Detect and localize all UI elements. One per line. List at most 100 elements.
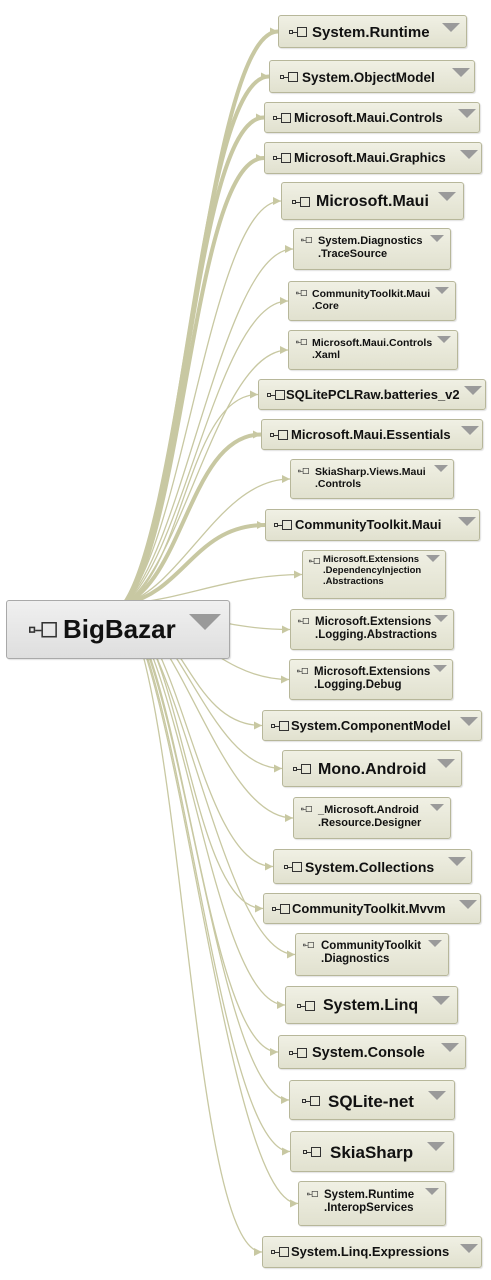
edge-arrowhead — [256, 113, 264, 122]
node-system-objectmodel[interactable]: System.ObjectModel — [269, 60, 475, 93]
node-microsoft-extensions-logging-debug[interactable]: Microsoft.Extensions .Logging.Debug — [289, 659, 453, 700]
namespace-icon — [271, 721, 289, 731]
node-system-diagnostics-tracesource[interactable]: System.Diagnostics .TraceSource — [293, 228, 451, 270]
expand-caret-icon[interactable] — [458, 517, 476, 526]
edge-arrowhead — [274, 764, 282, 773]
expand-caret-icon[interactable] — [441, 1043, 459, 1052]
expand-caret-icon[interactable] — [425, 1188, 439, 1195]
edge-arrowhead — [270, 27, 278, 36]
expand-caret-icon[interactable] — [442, 23, 460, 32]
expand-caret-icon[interactable] — [432, 996, 450, 1005]
expand-caret-icon[interactable] — [434, 615, 448, 622]
node-label: BigBazar — [63, 614, 176, 644]
namespace-icon — [301, 237, 312, 243]
expand-caret-icon[interactable] — [426, 555, 440, 562]
edge-arrowhead — [285, 814, 293, 822]
node-system-componentmodel[interactable]: System.ComponentModel — [262, 710, 482, 741]
node-microsoft-android-resource-designer[interactable]: _Microsoft.Android .Resource.Designer — [293, 797, 451, 839]
dependency-edge — [123, 603, 263, 1253]
namespace-icon — [298, 618, 309, 624]
edge-arrowhead — [261, 72, 269, 81]
node-label: SkiaSharp — [330, 1143, 414, 1162]
namespace-icon — [289, 1048, 307, 1058]
node-label: Microsoft.Maui.Essentials — [291, 427, 451, 442]
node-microsoft-extensions-logging-abstractions[interactable]: Microsoft.Extensions .Logging.Abstractio… — [290, 609, 454, 650]
expand-caret-icon[interactable] — [434, 465, 448, 472]
expand-caret-icon[interactable] — [433, 665, 447, 672]
namespace-icon — [267, 390, 285, 400]
node-label: Microsoft.Extensions .DependencyInjectio… — [323, 554, 422, 587]
node-label: Microsoft.Maui.Controls .Xaml — [312, 337, 433, 362]
node-skiasharp-views-maui-controls[interactable]: SkiaSharp.Views.Maui .Controls — [290, 459, 454, 499]
node-communitytoolkit-maui-core[interactable]: CommunityToolkit.Maui .Core — [288, 281, 456, 321]
node-system-runtime-interopservices[interactable]: System.Runtime .InteropServices — [298, 1181, 446, 1226]
edge-arrowhead — [294, 570, 302, 579]
namespace-icon — [298, 468, 309, 474]
expand-caret-icon[interactable] — [437, 336, 451, 343]
edge-arrowhead — [270, 1048, 278, 1056]
node-microsoft-maui-controls-xaml[interactable]: Microsoft.Maui.Controls .Xaml — [288, 330, 458, 370]
edge-arrowhead — [281, 1096, 289, 1104]
node-skiasharp[interactable]: SkiaSharp — [290, 1131, 454, 1172]
edge-arrowhead — [282, 475, 290, 483]
node-microsoft-maui[interactable]: Microsoft.Maui — [281, 182, 464, 220]
namespace-icon — [271, 1247, 289, 1257]
node-system-console[interactable]: System.Console — [278, 1035, 466, 1069]
dependency-edge — [122, 156, 265, 606]
node-microsoft-maui-controls[interactable]: Microsoft.Maui.Controls — [264, 102, 480, 133]
dependency-edge — [122, 29, 279, 606]
expand-caret-icon[interactable] — [428, 940, 442, 947]
namespace-icon — [292, 197, 310, 207]
node-bigbazar[interactable]: BigBazar — [6, 600, 230, 659]
dependency-edge — [123, 603, 299, 1205]
namespace-icon — [309, 558, 320, 564]
expand-caret-icon[interactable] — [459, 900, 477, 909]
node-sqlitepclraw-batteries-v2[interactable]: SQLitePCLRaw.batteries_v2 — [258, 379, 486, 410]
expand-caret-icon[interactable] — [435, 287, 449, 294]
node-system-runtime[interactable]: System.Runtime — [278, 15, 467, 48]
node-mono-android[interactable]: Mono.Android — [282, 750, 462, 787]
expand-caret-icon[interactable] — [430, 235, 444, 242]
expand-caret-icon[interactable] — [430, 804, 444, 811]
node-label: System.Linq — [323, 997, 419, 1014]
edge-arrowhead — [290, 1199, 298, 1208]
node-microsoft-maui-essentials[interactable]: Microsoft.Maui.Essentials — [261, 419, 483, 450]
expand-caret-icon[interactable] — [464, 386, 482, 395]
node-label: System.ObjectModel — [302, 70, 435, 85]
expand-caret-icon[interactable] — [427, 1142, 445, 1151]
dependency-edge — [123, 200, 282, 605]
node-communitytoolkit-mvvm[interactable]: CommunityToolkit.Mvvm — [263, 893, 481, 924]
edge-arrowhead — [255, 904, 263, 913]
expand-caret-icon[interactable] — [448, 857, 466, 866]
expand-caret-icon[interactable] — [452, 68, 470, 77]
edge-arrowhead — [280, 297, 288, 305]
node-communitytoolkit-diagnostics[interactable]: CommunityToolkit .Diagnostics — [295, 933, 449, 976]
edge-arrowhead — [273, 197, 281, 205]
namespace-icon — [296, 290, 307, 296]
node-sqlite-net[interactable]: SQLite-net — [289, 1080, 455, 1120]
namespace-icon — [274, 520, 292, 530]
node-microsoft-extensions-dependencyinjection-abstractions[interactable]: Microsoft.Extensions .DependencyInjectio… — [302, 550, 446, 599]
node-label: SQLitePCLRaw.batteries_v2 — [286, 387, 460, 402]
node-microsoft-maui-graphics[interactable]: Microsoft.Maui.Graphics — [264, 142, 482, 174]
node-system-linq-expressions[interactable]: System.Linq.Expressions — [262, 1236, 482, 1268]
expand-caret-icon[interactable] — [458, 109, 476, 118]
node-system-collections[interactable]: System.Collections — [273, 849, 472, 884]
node-label: System.ComponentModel — [291, 718, 451, 733]
node-system-linq[interactable]: System.Linq — [285, 986, 458, 1024]
edge-arrowhead — [254, 721, 262, 730]
node-label: CommunityToolkit .Diagnostics — [321, 940, 422, 966]
expand-caret-icon[interactable] — [437, 759, 455, 768]
expand-caret-icon[interactable] — [460, 150, 478, 159]
expand-caret-icon[interactable] — [189, 614, 221, 630]
namespace-icon — [296, 339, 307, 345]
expand-caret-icon[interactable] — [438, 192, 456, 201]
expand-caret-icon[interactable] — [461, 426, 479, 435]
expand-caret-icon[interactable] — [460, 717, 478, 726]
edge-arrowhead — [281, 675, 289, 684]
node-communitytoolkit-maui[interactable]: CommunityToolkit.Maui — [265, 509, 480, 541]
expand-caret-icon[interactable] — [460, 1244, 478, 1253]
expand-caret-icon[interactable] — [428, 1091, 446, 1100]
node-label: Microsoft.Maui — [316, 193, 429, 210]
edge-arrowhead — [265, 862, 273, 871]
